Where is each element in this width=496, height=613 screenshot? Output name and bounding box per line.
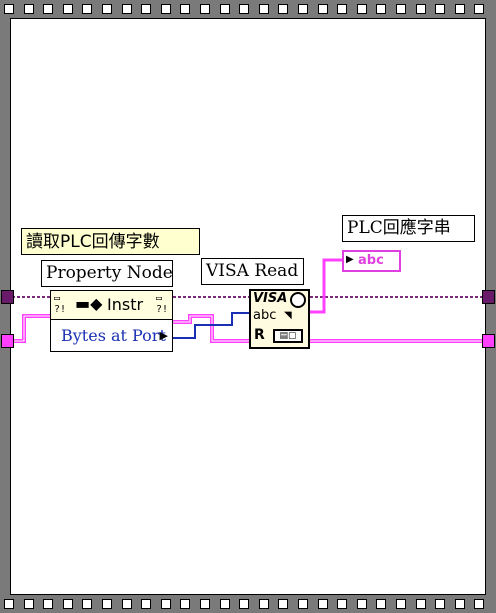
arrow-down-icon: ◥ [284,310,292,321]
string-tunnel-right[interactable] [482,334,495,348]
string-wire-in[interactable] [12,314,50,343]
refnum-tunnel-left[interactable] [1,290,14,304]
frame-hole [43,599,54,609]
property-node-title: Property Node [41,260,173,287]
frame-hole [62,4,73,14]
property-node-header: ▭?! ▬◆ Instr ▭?! [51,291,172,320]
frame-top-edge [10,18,486,19]
frame-hole [160,599,171,609]
frame-right-strip [485,19,496,594]
byte-count-wire[interactable] [173,312,249,339]
frame-left-strip [0,19,11,594]
frame-hole [141,599,152,609]
clock-icon [290,292,306,308]
frame-hole [62,599,73,609]
frame-hole [239,599,250,609]
frame-hole [298,4,308,14]
frame-hole [239,4,250,14]
property-name: Bytes at Port [61,326,166,345]
frame-hole [454,4,465,14]
frame-hole [121,4,132,14]
string-wire-mid-core [173,315,249,342]
frame-hole [474,599,485,609]
frame-bottom-edge [10,594,486,595]
frame-hole [337,4,348,14]
frame-hole [121,599,132,609]
string-indicator[interactable]: ▶ abc [342,250,401,272]
frame-hole [23,599,34,609]
frame-hole [278,4,289,14]
io-port-icon: ▤▢ [273,329,303,343]
frame-hole [219,4,230,14]
frame-hole [356,599,367,609]
frame-hole [219,599,230,609]
reference-label: Instr [107,295,144,314]
frame-hole [435,599,446,609]
arrow-right-icon: ▶ [159,329,168,342]
frame-hole [160,4,171,14]
indicator-label: PLC回應字串 [342,215,475,242]
frame-hole [82,4,93,14]
frame-hole [200,4,210,14]
frame-hole [23,4,34,14]
abc-icon-text: abc [253,308,277,323]
frame-hole [396,599,406,609]
frame-hole [435,4,446,14]
frame-hole [258,4,269,14]
property-node[interactable]: ▭?! ▬◆ Instr ▭?! Bytes at Port ▶ [50,290,173,352]
frame-hole [376,4,387,14]
frame-hole [82,599,93,609]
string-tunnel-left[interactable] [1,334,14,348]
visa-read-title: VISA Read [201,258,304,285]
read-icon-text: R [254,327,265,343]
refnum-tunnel-right[interactable] [482,290,495,304]
arrow-right-icon: ▶ [346,254,354,265]
frame-hole [258,599,269,609]
string-wire-in-core [12,315,50,342]
frame-hole [317,599,328,609]
frame-hole [43,4,54,14]
frame-left-edge [10,19,11,594]
frame-hole [278,599,289,609]
frame-hole [180,4,191,14]
comment-label[interactable]: 讀取PLC回傳字數 [21,228,200,255]
frame-hole [102,599,112,609]
frame-right-edge [485,19,486,594]
refnum-key-icon: ▬◆ [75,294,103,313]
frame-hole [4,4,14,14]
frame-hole [415,599,426,609]
visa-icon-text: VISA [253,291,288,306]
io-glyph-icon: ▭?! [54,293,67,315]
indicator-terminal-text: abc [358,253,384,268]
frame-hole [180,599,191,609]
frame-hole [415,4,426,14]
frame-hole [356,4,367,14]
frame-hole [298,599,308,609]
property-bytes-at-port[interactable]: Bytes at Port ▶ [51,322,172,350]
frame-hole [474,4,485,14]
frame-hole [4,599,14,609]
frame-hole [337,599,348,609]
frame-hole [454,599,465,609]
frame-hole [317,4,328,14]
io-glyph-icon-right: ▭?! [156,293,169,315]
frame-hole [102,4,112,14]
frame-hole [396,4,406,14]
frame-hole [200,599,210,609]
frame-hole [376,599,387,609]
read-buffer-wire[interactable] [310,258,342,314]
frame-hole [141,4,152,14]
visa-read-node[interactable]: VISA abc ◥ R ▤▢ [249,289,310,349]
